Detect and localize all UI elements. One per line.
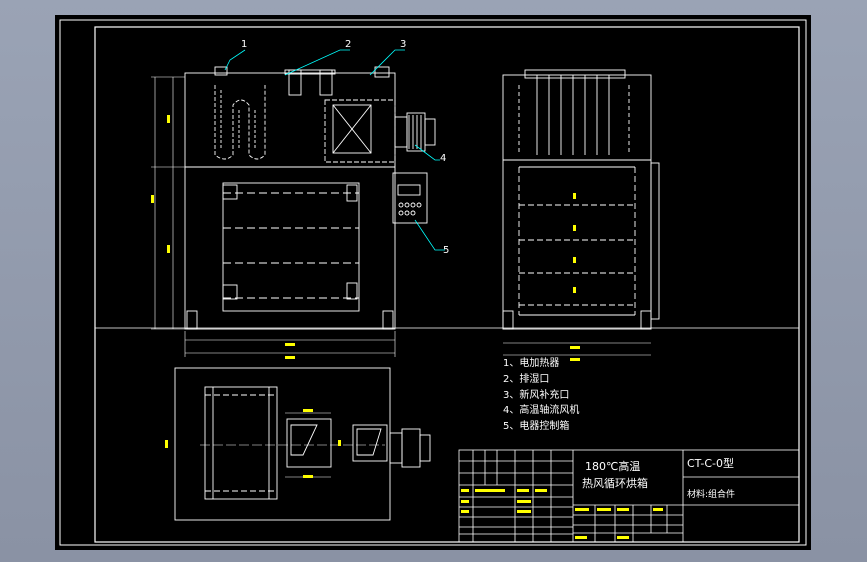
title-block-text: 180℃高温 热风循环烘箱 CT-C-0型 材料:组合件 — [582, 456, 735, 500]
callout-2: 2 — [345, 39, 351, 50]
front-view-body — [184, 72, 396, 330]
top-view-body — [174, 367, 391, 521]
legend-item-1: 1、电加热器 — [503, 356, 559, 369]
control-box — [392, 172, 428, 224]
legend-item-5: 5、电器控制箱 — [503, 419, 569, 432]
drawing-model: CT-C-0型 — [687, 456, 734, 470]
callout-3: 3 — [400, 39, 406, 50]
drawing-title-line1: 180℃高温 — [585, 459, 640, 473]
drawing-material: 材料:组合件 — [687, 488, 735, 500]
top-dimension-marks — [165, 409, 341, 478]
callout-4: 4 — [440, 153, 446, 164]
outer-frame — [59, 19, 807, 546]
callout-leaders — [224, 49, 445, 251]
side-dimension-marks — [570, 193, 580, 361]
legend-item-2: 2、排湿口 — [503, 372, 549, 385]
title-block — [458, 449, 800, 543]
callout-numbers: 1 2 3 4 5 — [241, 39, 449, 256]
front-dimensions — [151, 76, 396, 357]
top-view — [174, 367, 431, 521]
front-dimension-marks — [151, 115, 295, 359]
title-block-cells — [461, 489, 663, 539]
callout-1: 1 — [241, 39, 247, 50]
drawing-sheet: 1 2 3 4 5 — [55, 15, 811, 550]
callout-5: 5 — [443, 245, 449, 256]
drawing-title-line2: 热风循环烘箱 — [582, 476, 648, 490]
legend-item-4: 4、高温轴流风机 — [503, 403, 579, 416]
cad-drawing: 1 2 3 4 5 — [59, 19, 807, 546]
side-view — [502, 69, 660, 356]
front-view — [184, 66, 436, 330]
inner-frame — [94, 26, 800, 543]
parts-legend: 1、电加热器 2、排湿口 3、新风补充口 4、高温轴流风机 5、电器控制箱 — [503, 356, 579, 432]
legend-item-3: 3、新风补充口 — [503, 388, 569, 401]
